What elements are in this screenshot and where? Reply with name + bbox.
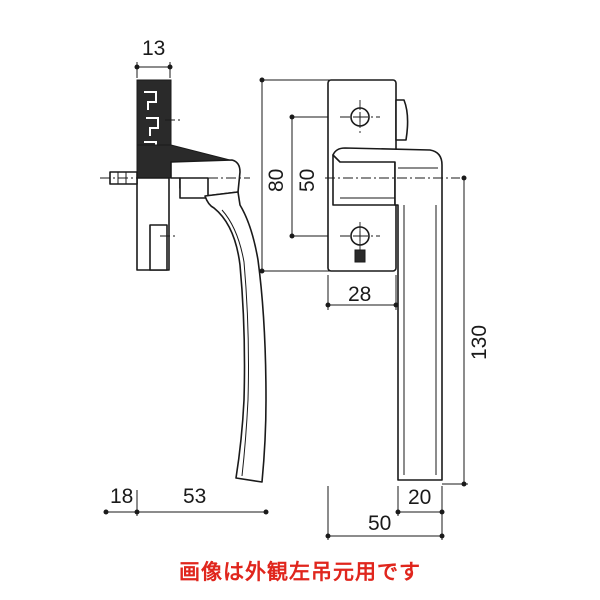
dim-side-reach: 53 <box>183 485 206 508</box>
dim-side-offset: 18 <box>110 485 133 508</box>
caption-note: 画像は外観左吊元用です <box>179 560 421 584</box>
side-view: 13 18 53 <box>100 37 269 516</box>
dim-handle-length: 130 <box>468 325 491 360</box>
dim-front-base-width: 28 <box>348 283 371 306</box>
dim-front-total-width: 50 <box>368 512 391 535</box>
dim-front-height-inner: 50 <box>296 169 319 192</box>
dim-front-handle-width: 20 <box>408 486 431 509</box>
dim-front-height-outer: 80 <box>265 169 288 192</box>
front-view: 80 50 <box>259 77 491 540</box>
dim-side-top-width: 13 <box>142 37 165 60</box>
